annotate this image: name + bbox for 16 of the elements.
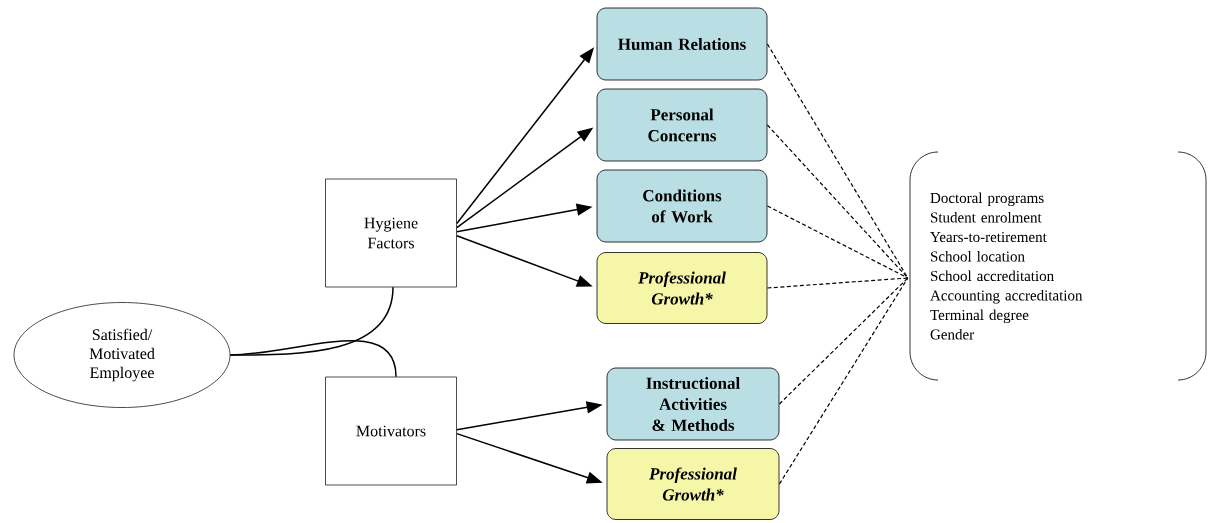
dashed-line [766,124,909,279]
category-box: Instructional Activities & Methods [606,367,780,441]
ellipse-node: Satisfied/ Motivated Employee [13,302,231,408]
category-box: Conditions of Work [596,169,768,243]
dashed-line [766,277,909,289]
bracketed-list: Doctoral programs Student enrolment Years-to-retirement School location School accreditation Accounting accreditation Terminal degree Gender [909,151,1207,381]
curved-line [229,339,397,378]
category-box: Personal Concerns [596,88,768,162]
category-box: Human Relations [596,7,768,81]
factor-box: Motivators [325,376,457,486]
dashed-line [778,277,909,485]
dashed-line [778,277,909,405]
category-box: Professional Growth* [596,252,768,324]
dashed-line [766,205,909,279]
factor-box: Hygiene Factors [325,178,457,288]
category-box: Professional Growth* [606,448,780,520]
